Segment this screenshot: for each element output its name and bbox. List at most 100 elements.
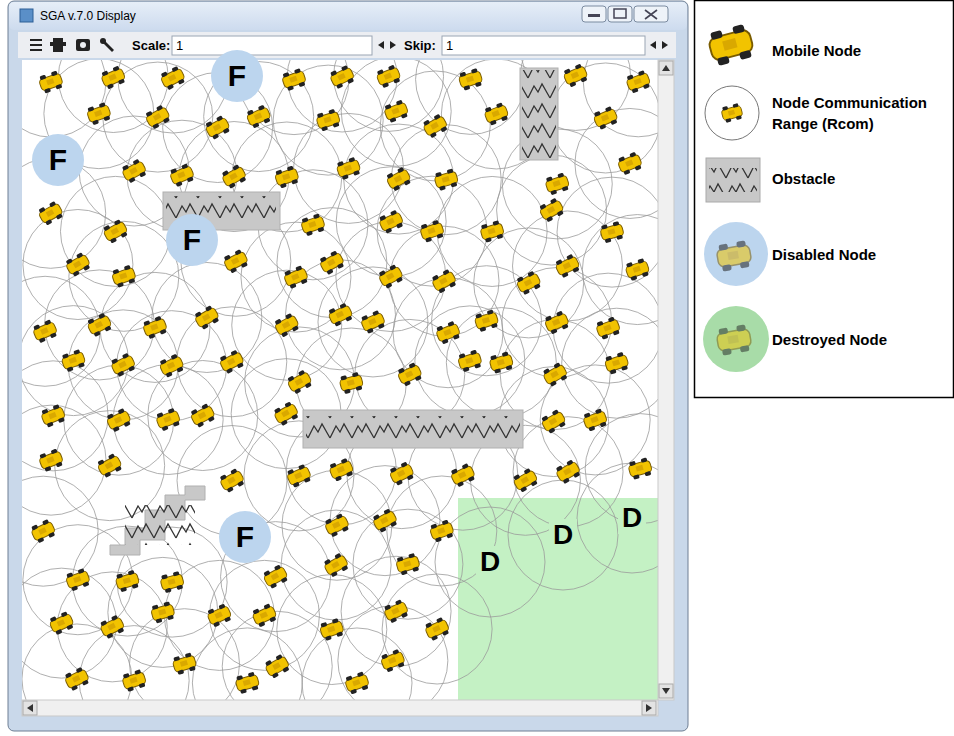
communication-range xyxy=(23,210,133,320)
mobile-node xyxy=(616,151,643,176)
communication-range xyxy=(336,167,446,277)
mobile-node xyxy=(359,309,386,334)
communication-range xyxy=(562,308,658,418)
communication-range xyxy=(393,278,503,388)
mobile-node xyxy=(96,452,124,478)
mobile-node xyxy=(377,209,405,235)
mobile-node xyxy=(168,163,195,188)
mobile-node xyxy=(544,172,571,196)
mobile-node xyxy=(449,462,477,488)
mobile-node xyxy=(483,102,510,127)
communication-range xyxy=(497,155,607,265)
communication-range xyxy=(294,113,404,223)
mobile-node xyxy=(423,616,451,642)
mobile-node xyxy=(319,617,346,641)
mobile-node xyxy=(627,457,653,480)
node-letter: F xyxy=(49,145,67,175)
mobile-node xyxy=(419,219,446,243)
mobile-node xyxy=(624,258,651,282)
mobile-node xyxy=(595,316,622,341)
mobile-node xyxy=(105,407,133,433)
legend-text: Destroyed Node xyxy=(772,329,947,350)
field-value: 1 xyxy=(446,38,453,53)
mobile-node xyxy=(379,648,406,673)
mobile-node xyxy=(63,666,91,692)
communication-range xyxy=(273,65,383,175)
mobile-node xyxy=(150,601,176,624)
communication-range xyxy=(302,628,412,700)
mobile-node xyxy=(48,610,75,635)
mobile-node xyxy=(111,264,138,288)
mobile-node xyxy=(193,304,221,331)
mobile-node xyxy=(582,408,609,432)
mobile-node xyxy=(29,518,57,544)
communication-range xyxy=(222,611,332,700)
mobile-node xyxy=(218,349,246,375)
mobile-node xyxy=(263,653,291,679)
mobile-node xyxy=(457,68,483,92)
mobile-node xyxy=(479,220,505,244)
communication-range xyxy=(281,510,391,620)
mobile-node xyxy=(222,248,250,274)
communication-range xyxy=(69,221,179,331)
mobile-node xyxy=(273,312,301,338)
node-letter: F xyxy=(183,225,201,255)
mobile-node xyxy=(592,105,619,130)
communication-range xyxy=(152,262,262,372)
communication-range xyxy=(415,306,525,416)
mobile-node xyxy=(554,253,582,279)
mobile-node xyxy=(251,603,278,628)
mobile-node xyxy=(396,362,424,388)
obstacle xyxy=(110,68,558,555)
communication-range xyxy=(341,60,451,166)
field-label: Skip: xyxy=(404,38,436,53)
mobile-node xyxy=(375,64,402,89)
mobile-node xyxy=(189,402,217,428)
mobile-node xyxy=(328,457,355,482)
mobile-node xyxy=(274,165,301,189)
mobile-node xyxy=(543,310,570,335)
mobile-node xyxy=(383,99,410,124)
mobile-node xyxy=(159,65,187,91)
mobile-node xyxy=(86,102,113,126)
mobile-node xyxy=(159,571,185,594)
mobile-node xyxy=(488,351,514,374)
mobile-node xyxy=(38,70,65,94)
legend-text: Mobile Node xyxy=(772,40,947,61)
disabled-node: F xyxy=(166,214,218,266)
node-letter: F xyxy=(236,522,254,552)
communication-range xyxy=(22,405,106,515)
mobile-node xyxy=(64,251,92,278)
mobile-node xyxy=(395,552,421,576)
mobile-node xyxy=(102,218,130,244)
mobile-node xyxy=(245,104,272,129)
mobile-node xyxy=(204,114,232,140)
field-value: 1 xyxy=(176,38,183,53)
communication-range xyxy=(502,268,612,378)
node-letter: D xyxy=(622,504,642,532)
communication-range xyxy=(318,267,428,377)
mobile-node xyxy=(322,552,350,578)
mobile-node xyxy=(86,312,114,338)
communication-range xyxy=(22,276,100,386)
communication-range xyxy=(22,624,132,700)
mobile-node xyxy=(38,448,65,473)
communication-range xyxy=(435,507,545,617)
mobile-node xyxy=(40,403,67,428)
mobile-node xyxy=(338,371,364,394)
mobile-node xyxy=(315,108,341,132)
mobile-node xyxy=(100,65,127,90)
mobile-node xyxy=(382,598,410,624)
communication-range xyxy=(446,308,556,418)
communication-range xyxy=(382,574,492,684)
communication-range xyxy=(44,270,154,380)
communication-range xyxy=(22,476,98,586)
communication-range xyxy=(437,176,547,286)
communication-range xyxy=(583,60,658,137)
communication-range xyxy=(177,307,287,417)
communication-range xyxy=(474,228,584,338)
mobile-node xyxy=(599,221,625,244)
mobile-node xyxy=(171,652,197,676)
mobile-node xyxy=(371,508,399,534)
mobile-node xyxy=(64,568,91,592)
